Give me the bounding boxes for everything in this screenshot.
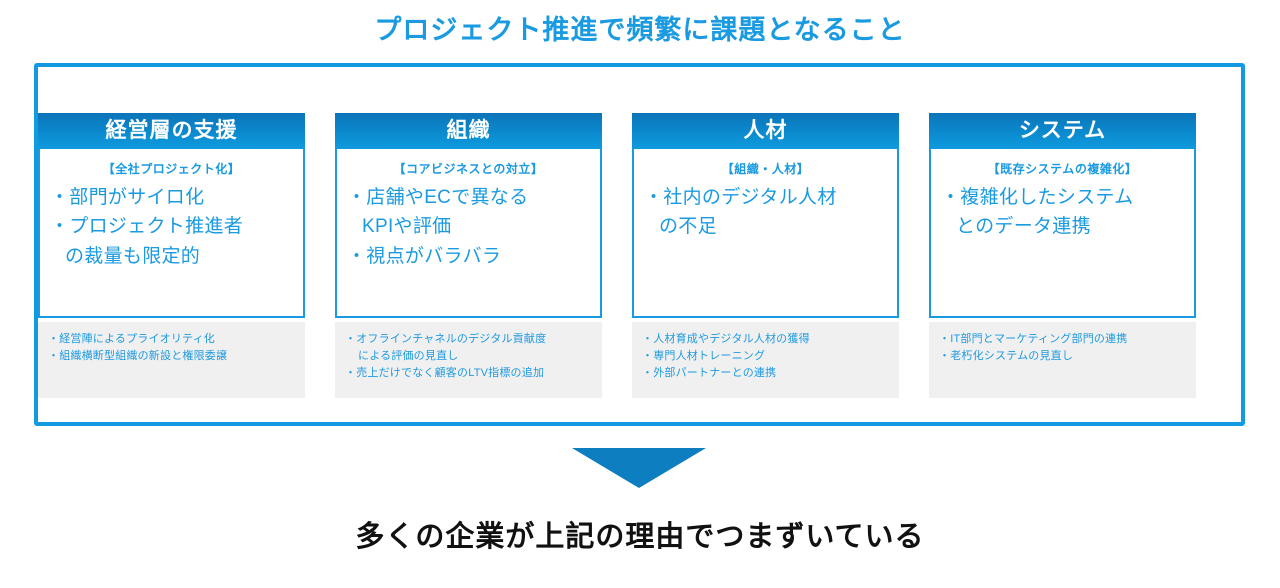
bottom-caption: 多くの企業が上記の理由でつまずいている [355, 521, 925, 553]
footer-note: 売上だけでなく顧客のLTV指標の追加 [345, 365, 596, 382]
footer-note: 専門人材トレーニング [642, 348, 893, 365]
card-footer: IT部門とマーケティング部門の連携 老朽化システムの見直し [929, 322, 1196, 398]
card-body: 【組織・人材】 ・社内のデジタル人材 の不足 [632, 149, 899, 318]
footer-note: 人材育成やデジタル人材の獲得 [642, 331, 893, 348]
card-point-list: ・複雑化したシステム とのデータ連携 [937, 183, 1188, 242]
card-subtitle: 【全社プロジェクト化】 [102, 162, 241, 176]
card-footer: オフラインチャネルのデジタル貢献度 による評価の見直し 売上だけでなく顧客のLT… [335, 322, 602, 398]
footer-note: オフラインチャネルのデジタル貢献度 による評価の見直し [345, 331, 596, 365]
card-body: 【全社プロジェクト化】 ・部門がサイロ化 ・プロジェクト推進者 の裁量も限定的 [38, 149, 305, 318]
card-body: 【既存システムの複雑化】 ・複雑化したシステム とのデータ連携 [929, 149, 1196, 318]
card-header: 経営層の支援 [38, 113, 305, 149]
down-arrow-icon [572, 448, 706, 488]
card-point: ・社内のデジタル人材 の不足 [644, 187, 837, 238]
card-point-list: ・社内のデジタル人材 の不足 [640, 183, 891, 242]
card-point: ・プロジェクト推進者 の裁量も限定的 [50, 216, 244, 267]
card-subtitle: 【コアビジネスとの対立】 [393, 162, 544, 176]
card-header: 人材 [632, 113, 899, 149]
card-footer: 経営陣によるプライオリティ化 組織横断型組織の新設と権限委譲 [38, 322, 305, 398]
card-point: ・複雑化したシステム とのデータ連携 [941, 187, 1134, 238]
card-point-list: ・部門がサイロ化 ・プロジェクト推進者 の裁量も限定的 [46, 183, 297, 271]
card-management-support: 経営層の支援 【全社プロジェクト化】 ・部門がサイロ化 ・プロジェクト推進者 の… [38, 113, 305, 398]
card-point: ・視点がバラバラ [347, 245, 502, 267]
card-body: 【コアビジネスとの対立】 ・店舗やECで異なる KPIや評価 ・視点がバラバラ [335, 149, 602, 318]
card-human-resources: 人材 【組織・人材】 ・社内のデジタル人材 の不足 人材育成やデジタル人材の獲得… [632, 113, 899, 398]
footer-note: IT部門とマーケティング部門の連携 [939, 331, 1190, 348]
card-organization: 組織 【コアビジネスとの対立】 ・店舗やECで異なる KPIや評価 ・視点がバラ… [335, 113, 602, 398]
card-group: 経営層の支援 【全社プロジェクト化】 ・部門がサイロ化 ・プロジェクト推進者 の… [38, 113, 1196, 398]
card-subtitle: 【組織・人材】 [721, 162, 810, 176]
card-point-list: ・店舗やECで異なる KPIや評価 ・視点がバラバラ [343, 183, 594, 271]
footer-note: 老朽化システムの見直し [939, 348, 1190, 365]
card-header: システム [929, 113, 1196, 149]
card-header: 組織 [335, 113, 602, 149]
card-point: ・店舗やECで異なる KPIや評価 [347, 187, 529, 238]
card-point: ・部門がサイロ化 [50, 187, 205, 208]
card-subtitle: 【既存システムの複雑化】 [987, 162, 1138, 176]
card-footer: 人材育成やデジタル人材の獲得 専門人材トレーニング 外部パートナーとの連携 [632, 322, 899, 398]
page-title: プロジェクト推進で頻繁に課題となること [374, 15, 906, 45]
card-system: システム 【既存システムの複雑化】 ・複雑化したシステム とのデータ連携 IT部… [929, 113, 1196, 398]
footer-note: 経営陣によるプライオリティ化 [48, 331, 299, 348]
footer-note: 外部パートナーとの連携 [642, 365, 893, 382]
footer-note: 組織横断型組織の新設と権限委譲 [48, 348, 299, 365]
